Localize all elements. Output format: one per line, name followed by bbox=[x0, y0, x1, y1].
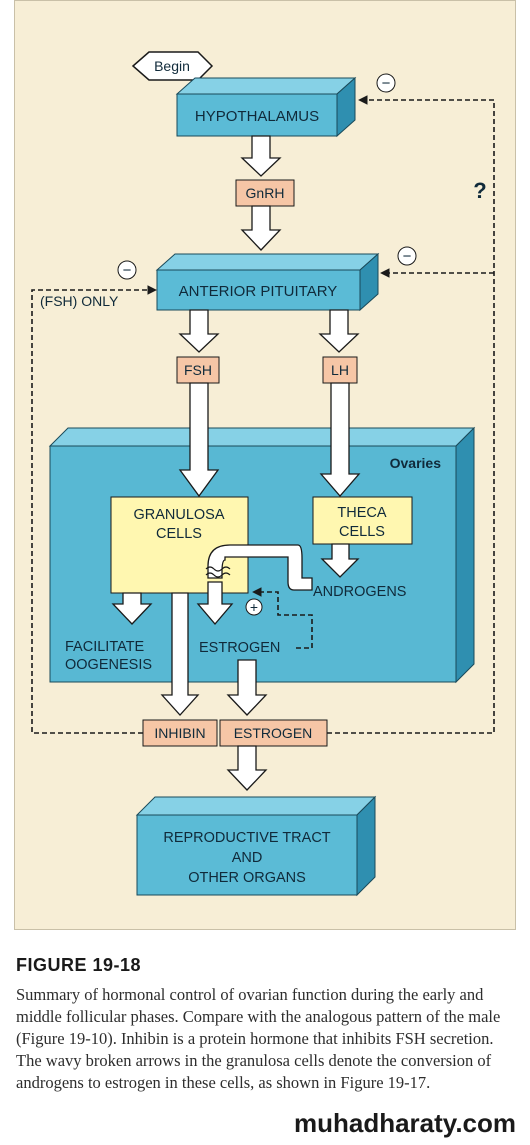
lh-label: LH bbox=[331, 362, 349, 378]
minus-sign-left: − bbox=[117, 260, 137, 280]
hypothalamus-label: HYPOTHALAMUS bbox=[195, 108, 319, 125]
inhibin-box: INHIBIN bbox=[142, 719, 218, 747]
begin-node: Begin bbox=[131, 51, 214, 81]
facilitate-label-2: OOGENESIS bbox=[65, 657, 152, 673]
lh-box: LH bbox=[322, 356, 358, 384]
begin-label: Begin bbox=[154, 58, 190, 74]
ovaries-label: Ovaries bbox=[390, 455, 442, 471]
arrow-estrogen-repro bbox=[226, 745, 268, 791]
arrow-granulosa-inhibin bbox=[160, 592, 200, 716]
arrow-pituitary-fsh bbox=[178, 309, 220, 353]
arrow-lh-theca bbox=[319, 382, 361, 497]
estrogen-feedback-line bbox=[327, 95, 495, 734]
repro-label-2: AND bbox=[232, 850, 263, 866]
watermark: muhadharaty.com bbox=[293, 1108, 516, 1138]
question-mark: ? bbox=[473, 178, 486, 203]
estrogen-box: ESTROGEN bbox=[219, 719, 328, 747]
minus-sign-top: − bbox=[376, 73, 396, 93]
minus-sign-right: − bbox=[397, 246, 417, 266]
arrow-fsh-granulosa bbox=[178, 382, 220, 498]
theca-cells-box: THECA CELLS bbox=[312, 496, 413, 545]
inhibin-label: INHIBIN bbox=[154, 725, 205, 741]
arrow-granulosa-estrogen bbox=[196, 581, 234, 626]
fsh-only-label: (FSH) ONLY bbox=[40, 293, 119, 309]
arrow-hypothalamus-gnrh bbox=[240, 135, 282, 177]
anterior-pituitary-box: ANTERIOR PITUITARY bbox=[155, 252, 380, 312]
hormone-diagram: Begin HYPOTHALAMUS GnRH ANTERIOR PITUITA… bbox=[31, 51, 495, 897]
arrow-theca-androgens bbox=[320, 543, 360, 578]
estrogen-label: ESTROGEN bbox=[234, 725, 313, 741]
svg-text:−: − bbox=[123, 262, 132, 279]
plus-sign: + bbox=[245, 598, 263, 616]
anterior-pituitary-label: ANTERIOR PITUITARY bbox=[179, 283, 338, 300]
theca-label-2: CELLS bbox=[339, 524, 385, 540]
hypothalamus-box: HYPOTHALAMUS bbox=[175, 76, 357, 138]
fsh-box: FSH bbox=[176, 356, 220, 384]
arrow-pituitary-lh bbox=[318, 309, 360, 353]
figure-title: FIGURE 19-18 bbox=[16, 955, 142, 975]
granulosa-label-2: CELLS bbox=[156, 526, 202, 542]
figure-text: Summary of hormonal control of ovarian f… bbox=[16, 985, 501, 1092]
inhibin-feedback-line bbox=[31, 285, 157, 734]
estrogen-inner-label: ESTROGEN bbox=[199, 640, 280, 656]
figure-caption: FIGURE 19-18 Summary of hormonal control… bbox=[16, 955, 516, 1094]
repro-label-3: OTHER ORGANS bbox=[188, 870, 306, 886]
facilitate-label-1: FACILITATE bbox=[65, 639, 145, 655]
androgens-label: ANDROGENS bbox=[313, 584, 406, 600]
svg-text:+: + bbox=[250, 599, 258, 615]
positive-feedback-line bbox=[252, 587, 313, 649]
androgen-pipe bbox=[207, 544, 313, 591]
arrow-estrogen-out bbox=[226, 659, 268, 716]
arrow-gnrh-pituitary bbox=[240, 205, 282, 251]
wavy-conversion-marks bbox=[205, 566, 231, 578]
granulosa-label-1: GRANULOSA bbox=[133, 507, 224, 523]
repro-label-1: REPRODUCTIVE TRACT bbox=[163, 830, 330, 846]
svg-text:−: − bbox=[403, 248, 412, 265]
theca-label-1: THECA bbox=[337, 505, 386, 521]
fsh-label: FSH bbox=[184, 362, 212, 378]
gnrh-box: GnRH bbox=[235, 179, 295, 207]
svg-text:−: − bbox=[382, 75, 391, 92]
gnrh-label: GnRH bbox=[246, 185, 285, 201]
reproductive-tract-box: REPRODUCTIVE TRACT AND OTHER ORGANS bbox=[135, 795, 377, 897]
arrow-granulosa-facilitate bbox=[111, 592, 153, 625]
